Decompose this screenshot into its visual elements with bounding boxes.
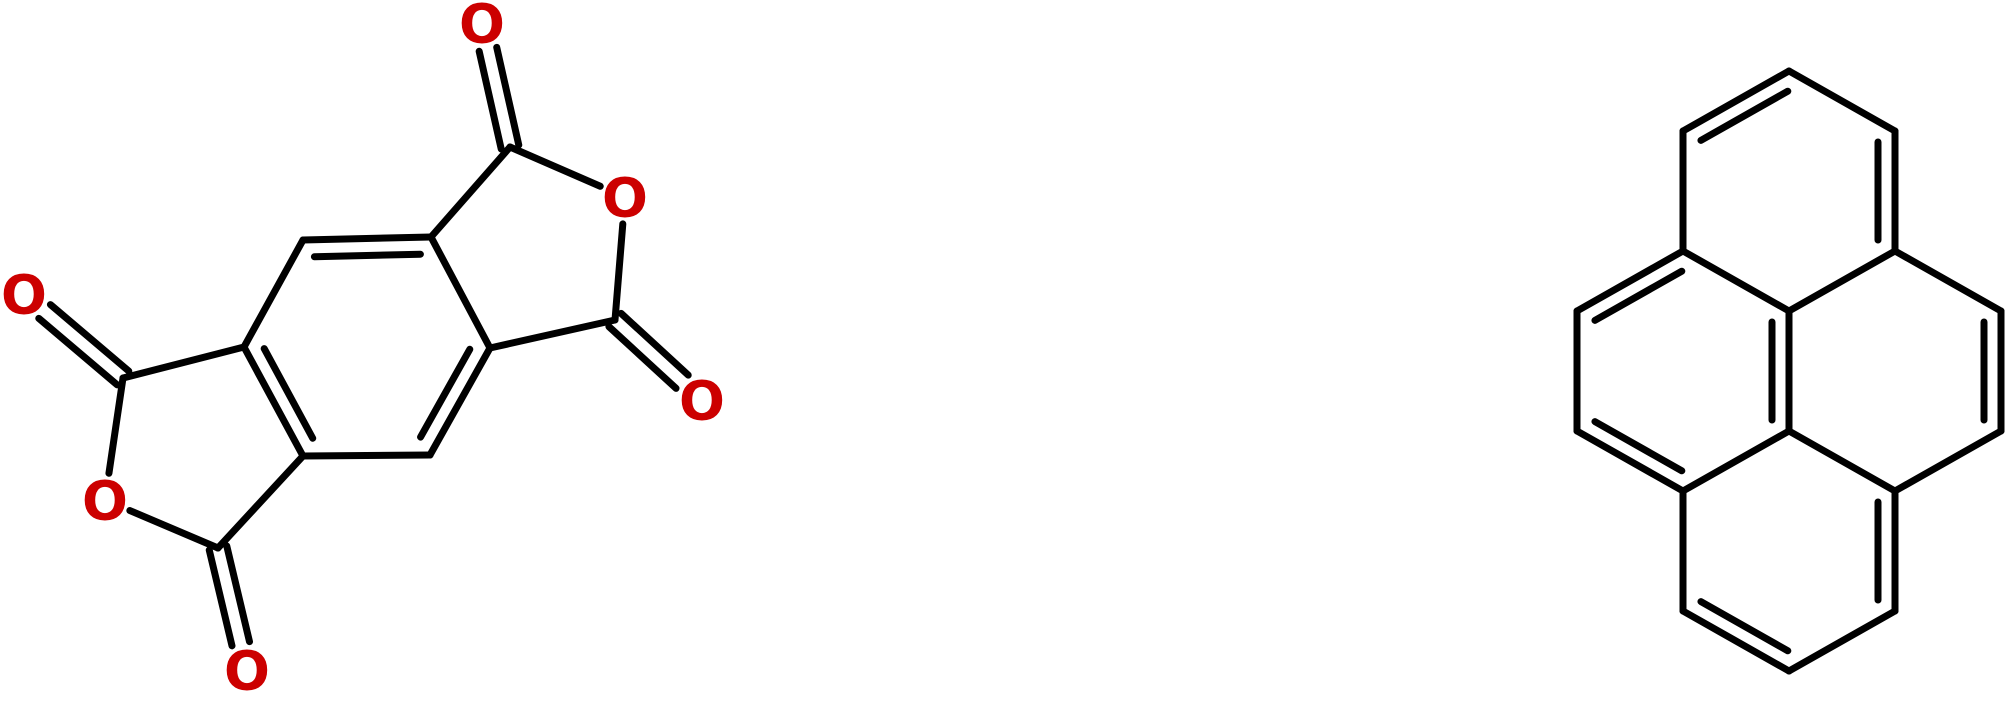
oxygen-atom-label: O [82, 469, 128, 532]
bond-line [605, 323, 680, 392]
bond-line [493, 43, 523, 149]
bond-line [119, 343, 248, 382]
bond-line [126, 507, 222, 552]
bond-line [299, 451, 434, 460]
molecule-pyromellitic-dianhydride: O O O O O O [1, 0, 725, 702]
bond-line [214, 452, 307, 552]
bond-line [1785, 427, 1899, 495]
bond-line [427, 233, 494, 352]
molecule-pyrene [1573, 67, 2005, 675]
bond-line [1573, 247, 1687, 315]
bond-line [1591, 418, 1686, 475]
bond-line [1785, 247, 1899, 315]
bond-line [310, 250, 424, 261]
bond-line [223, 542, 254, 646]
bond-line [417, 345, 474, 441]
bond-line [1891, 427, 2005, 495]
bond-line [475, 47, 505, 153]
bond-line [611, 220, 627, 324]
bond-line [486, 316, 619, 352]
bond-line [1679, 607, 1793, 675]
bond-line [1697, 598, 1792, 655]
bond-line [426, 344, 494, 459]
bond-line [506, 143, 604, 190]
bond-line [1785, 67, 1899, 135]
oxygen-atom-label: O [1, 263, 47, 326]
bond-line [1891, 247, 2005, 315]
bond-line [260, 345, 317, 442]
bond-line [617, 309, 692, 379]
bond-line [1573, 427, 1687, 495]
bond-line [427, 143, 514, 241]
bond-line [1785, 607, 1899, 675]
bond-line [1591, 267, 1686, 324]
oxygen-atom-label: O [224, 639, 270, 702]
bond-line [1697, 87, 1792, 144]
oxygen-atom-label: O [459, 0, 505, 55]
bond-line [240, 236, 307, 351]
oxygen-atom-label: O [602, 166, 648, 229]
bond-line [46, 301, 133, 375]
bond-line [205, 546, 236, 650]
bond-line [1679, 247, 1793, 315]
bond-line [105, 374, 127, 477]
bond-line [35, 314, 121, 389]
bond-line [240, 343, 307, 460]
bond-line [1679, 67, 1793, 135]
bond-line [1679, 427, 1793, 495]
oxygen-atom-label: O [679, 369, 725, 432]
bond-line [299, 233, 435, 244]
